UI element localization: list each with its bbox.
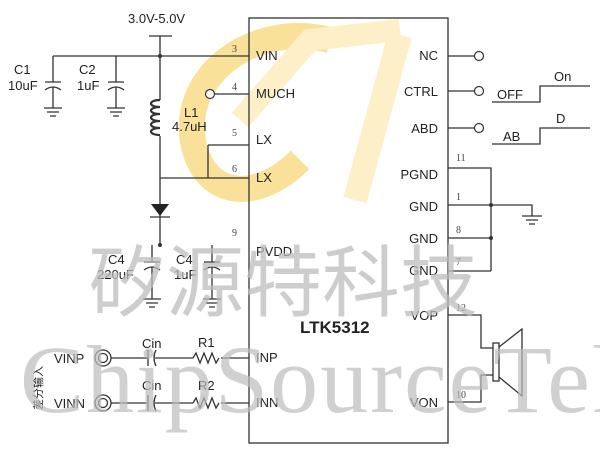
st-logo-watermark [178, 19, 412, 204]
pin-vop: VOP [411, 308, 438, 323]
pin-num-3: 3 [232, 44, 237, 55]
ctrl-terminal[interactable] [473, 85, 485, 97]
abd-waveform [492, 127, 590, 145]
pin-num-5: 5 [232, 128, 237, 139]
resistor-r2 [192, 396, 220, 410]
pin-num-4: 4 [232, 82, 237, 93]
pin-num-1: 1 [456, 192, 461, 203]
c2-value: 1uF [77, 78, 99, 93]
cin2-label: Cin [142, 378, 162, 393]
pin-num-9: 9 [232, 228, 237, 239]
chip-body [248, 17, 449, 444]
pin-much: MUCH [256, 86, 295, 101]
l1-value: 4.7uH [172, 119, 207, 134]
vinn-jack[interactable] [94, 394, 112, 412]
supply-voltage-label: 3.0V-5.0V [128, 11, 185, 26]
pin-abd: ABD [411, 121, 438, 136]
watermark-chinese: 矽源特科技 [88, 239, 478, 329]
ctrl-on-label: On [554, 69, 571, 84]
pin-gnd7: GND [409, 263, 438, 278]
pin-inp: INP [256, 350, 278, 365]
resistor-r1 [192, 351, 220, 365]
vinp-jack[interactable] [94, 349, 112, 367]
pin-pgnd: PGND [400, 167, 438, 182]
pin-von: VON [410, 395, 438, 410]
abd-terminal[interactable] [473, 122, 485, 134]
c4a-value: 220uF [97, 267, 134, 282]
watermark-english: ChipSourceTek [20, 326, 600, 433]
diode [150, 204, 170, 218]
c1-value: 10uF [8, 78, 38, 93]
much-terminal[interactable] [204, 88, 216, 100]
capacitor-c1 [44, 81, 62, 117]
capacitor-c2 [107, 81, 125, 117]
pin-gnd1: GND [409, 199, 438, 214]
pin-lx6: LX [256, 170, 272, 185]
pin-num-10: 10 [456, 390, 466, 401]
abd-d-label: D [556, 111, 565, 126]
pin-num-11: 11 [456, 153, 466, 164]
pin-pvdd: PVDD [256, 244, 292, 259]
cin1-capacitor [147, 349, 157, 367]
pin-num-12: 12 [456, 303, 466, 314]
pin-gnd8: GND [409, 231, 438, 246]
c1-ref: C1 [14, 62, 31, 77]
ctrl-waveform [492, 85, 590, 103]
speaker-icon [492, 327, 523, 398]
chip-name: LTK5312 [300, 318, 370, 337]
pin-nc: NC [419, 48, 438, 63]
cin2-capacitor [147, 394, 157, 412]
differential-input-label: 差分输入 [31, 366, 45, 410]
pin-inn: INN [256, 395, 278, 410]
abd-ab-label: AB [503, 129, 520, 144]
cin1-label: Cin [142, 336, 162, 351]
pin-num-6: 6 [232, 164, 237, 175]
pin-num-8: 8 [456, 225, 461, 236]
inductor-l1 [149, 98, 168, 137]
r1-label: R1 [198, 335, 215, 350]
c4b-ref: C4 [176, 252, 193, 267]
pin-num-7: 7 [456, 257, 461, 268]
pin-vin: VIN [256, 48, 278, 63]
c4a-ref: C4 [108, 252, 125, 267]
vinp-label: VINP [54, 351, 84, 366]
l1-ref: L1 [184, 105, 198, 120]
pin-ctrl: CTRL [404, 84, 438, 99]
pin-lx5: LX [256, 132, 272, 147]
capacitor-c4-220uf [143, 261, 161, 308]
r2-label: R2 [198, 378, 215, 393]
nc-terminal[interactable] [473, 50, 485, 62]
ground-symbol [522, 215, 542, 225]
c2-ref: C2 [79, 62, 96, 77]
c4b-value: 1uF [174, 267, 196, 282]
vinn-label: VINN [54, 396, 85, 411]
capacitor-c4-1uf [203, 261, 221, 308]
ctrl-off-label: OFF [497, 87, 523, 102]
